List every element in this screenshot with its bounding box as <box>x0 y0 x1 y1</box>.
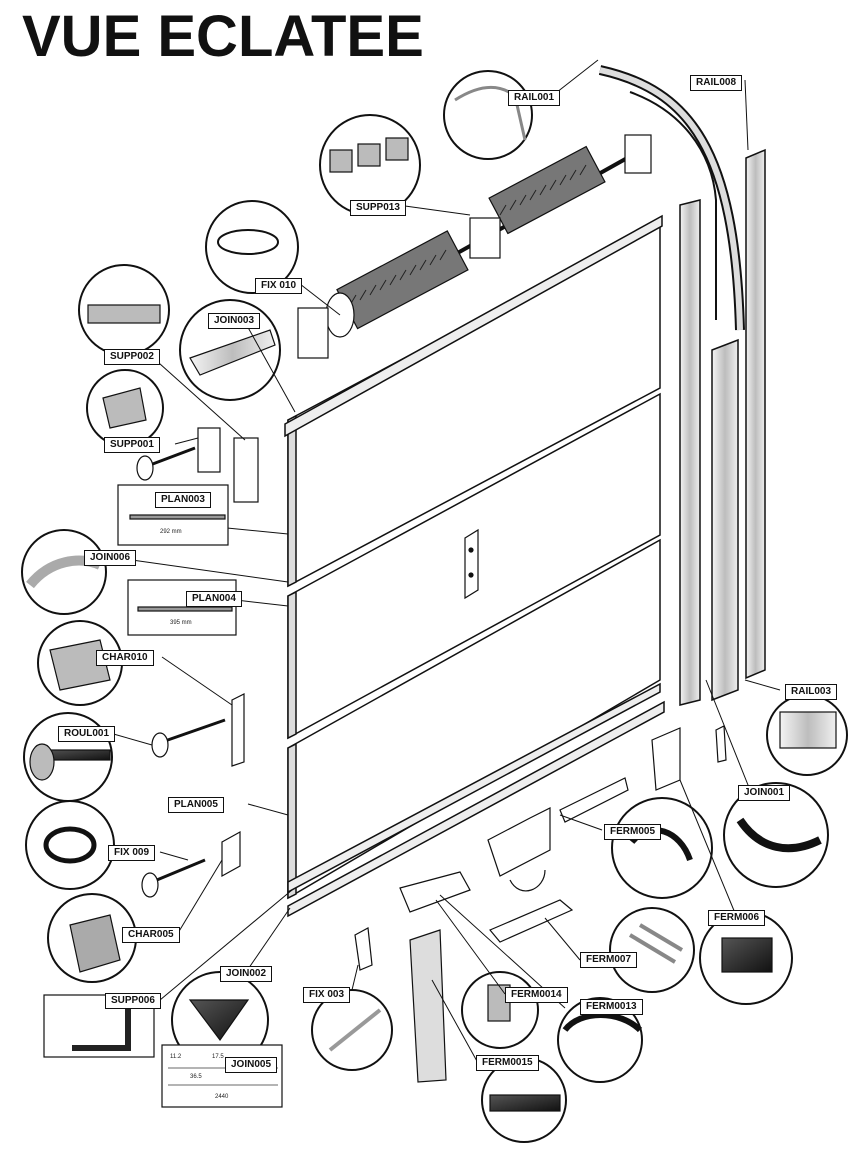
label-supp002: SUPP002 <box>104 349 160 365</box>
label-join001: JOIN001 <box>738 785 791 801</box>
ferm005-callout <box>611 797 713 899</box>
label-plan005: PLAN005 <box>168 797 224 813</box>
join005-d2: 17.5 <box>212 1054 224 1060</box>
label-rail001: RAIL001 <box>508 90 561 106</box>
plan004-length: 395 mm <box>170 620 192 626</box>
label-supp013: SUPP013 <box>350 200 406 216</box>
label-ferm0015: FERM0015 <box>476 1055 539 1071</box>
join001-callout <box>723 782 829 888</box>
label-supp006: SUPP006 <box>105 993 161 1009</box>
join005-d1: 11.2 <box>170 1054 182 1060</box>
label-fix003: FIX 003 <box>303 987 351 1003</box>
plan003-length: 292 mm <box>160 529 182 535</box>
bottom-profile <box>287 682 661 894</box>
join006-callout <box>21 529 107 615</box>
join005-d4: 2440 <box>215 1094 229 1100</box>
top-seal-strip <box>284 214 663 438</box>
vertical-rails <box>598 65 766 706</box>
torsion-spring-assembly <box>297 134 652 359</box>
label-rail008: RAIL008 <box>690 75 743 91</box>
label-ferm005: FERM005 <box>604 824 662 840</box>
label-fix010: FIX 010 <box>255 278 303 294</box>
hinges-and-hardware <box>136 427 727 1083</box>
label-join005: JOIN005 <box>225 1057 278 1073</box>
label-supp001: SUPP001 <box>104 437 160 453</box>
label-char010: CHAR010 <box>96 650 154 666</box>
join005-d3: 36.5 <box>190 1074 202 1080</box>
label-plan004: PLAN004 <box>186 591 242 607</box>
label-join003: JOIN003 <box>208 313 261 329</box>
label-ferm0014: FERM0014 <box>505 987 568 1003</box>
label-join002: JOIN002 <box>220 966 273 982</box>
label-ferm0013: FERM0013 <box>580 999 643 1015</box>
label-rail003: RAIL003 <box>785 684 838 700</box>
fix009-callout <box>25 800 115 890</box>
label-ferm007: FERM007 <box>580 952 638 968</box>
label-ferm006: FERM006 <box>708 910 766 926</box>
label-join006: JOIN006 <box>84 550 137 566</box>
label-plan003: PLAN003 <box>155 492 211 508</box>
label-roul001: ROUL001 <box>58 726 116 742</box>
fix010-callout <box>205 200 299 294</box>
label-fix009: FIX 009 <box>108 845 156 861</box>
bottom-seal <box>287 700 665 918</box>
label-char005: CHAR005 <box>122 927 180 943</box>
page-title: VUE ECLATEE <box>22 4 424 69</box>
